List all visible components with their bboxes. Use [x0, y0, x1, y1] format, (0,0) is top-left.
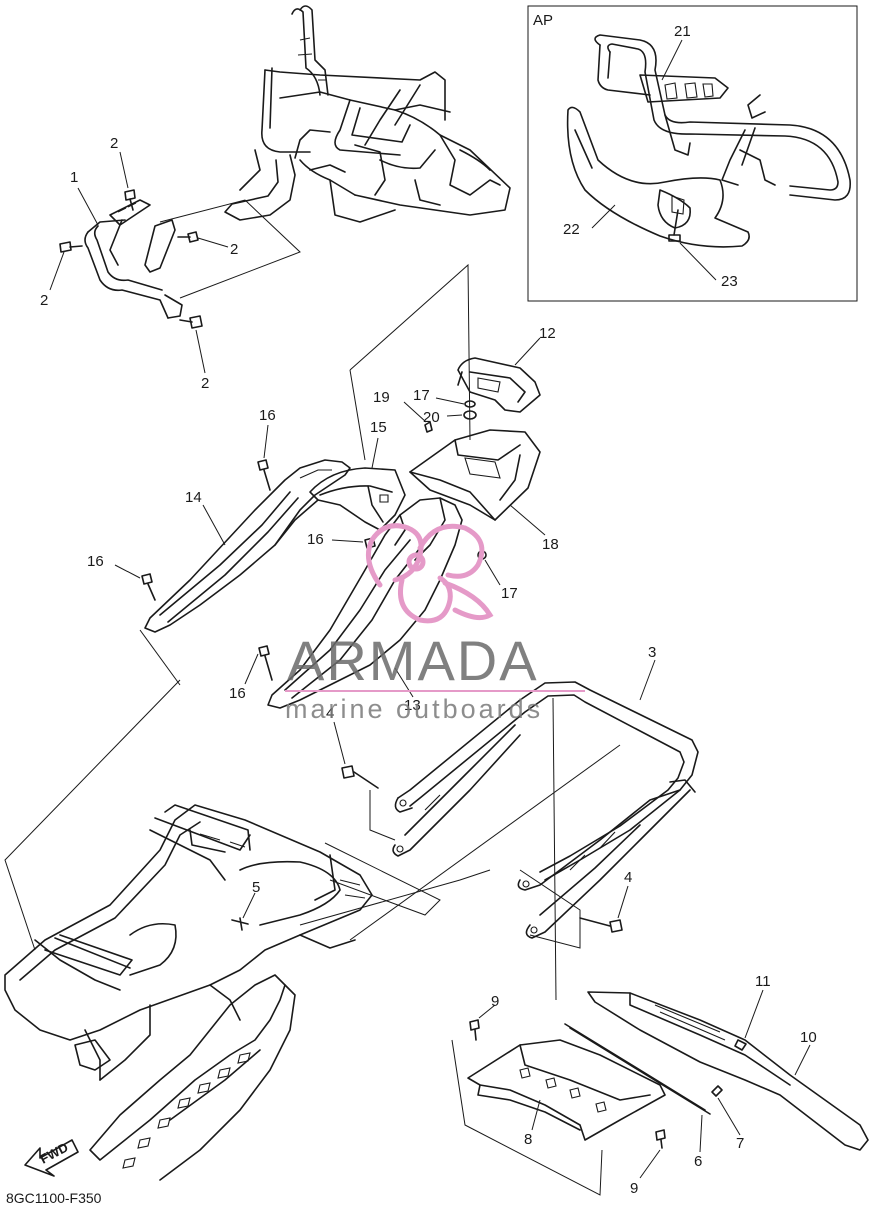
callout-18: 18: [542, 536, 559, 553]
callout-12: 12: [539, 325, 556, 342]
watermark-logo: [365, 523, 494, 624]
callout-13: 13: [404, 697, 421, 714]
front-frame: [159, 5, 511, 299]
side-panel-14: [144, 459, 351, 633]
strip-6: [564, 1023, 711, 1153]
clip-7: [711, 1085, 741, 1136]
front-guard-1: [84, 199, 183, 319]
callout-17b: 17: [501, 585, 518, 602]
callout-16c: 16: [307, 531, 324, 548]
clip-11: [734, 989, 764, 1051]
callout-22: 22: [563, 221, 580, 238]
callout-7: 7: [736, 1135, 744, 1152]
callout-23: 23: [721, 273, 738, 290]
fwd-arrow: FWD: [24, 1139, 79, 1177]
callout-17a: 17: [413, 387, 430, 404]
watermark: ARMADA marine outboards: [285, 523, 585, 724]
selection-outline-mid: [349, 263, 471, 461]
fasteners-17-20: [403, 397, 501, 586]
cover-18: [409, 429, 546, 536]
callout-21: 21: [674, 23, 691, 40]
screws-9: [451, 1004, 666, 1196]
callout-3: 3: [648, 644, 656, 661]
side-panel-13: [267, 497, 463, 709]
bolts-16: [114, 424, 376, 685]
diagram-code: 8GC1100-F350: [6, 1190, 102, 1206]
callout-16d: 16: [229, 685, 246, 702]
rear-rack-3: [392, 659, 699, 939]
rear-frame: [4, 804, 373, 1181]
callout-9b: 9: [630, 1180, 638, 1197]
callout-16a: 16: [259, 407, 276, 424]
callout-19: 19: [373, 389, 390, 406]
fwd-label: FWD: [37, 1140, 70, 1167]
callout-16b: 16: [87, 553, 104, 570]
footrest-8: [467, 1039, 666, 1141]
callout-10: 10: [800, 1029, 817, 1046]
side-guard-10: [587, 991, 869, 1151]
selection-lines-lower: [4, 629, 621, 1001]
inset-label: AP: [533, 12, 553, 29]
callout-4b: 4: [624, 869, 632, 886]
callout-5: 5: [252, 879, 260, 896]
skid-plate-inset: [566, 106, 750, 248]
callout-1: 1: [70, 169, 78, 186]
bolts-2: [49, 151, 229, 374]
panel-15: [309, 437, 406, 531]
callout-2a: 2: [110, 135, 118, 152]
clip-5: [231, 892, 256, 931]
watermark-title: ARMADA: [287, 629, 539, 692]
callout-6: 6: [694, 1153, 702, 1170]
inset-frame: [527, 5, 858, 302]
front-guard-inset: [594, 34, 852, 201]
callout-2d: 2: [201, 375, 209, 392]
callout-4a: 4: [326, 705, 334, 722]
callout-20: 20: [423, 409, 440, 426]
watermark-subtitle: marine outboards: [285, 694, 543, 724]
inset-ap: AP 21: [527, 5, 858, 302]
callout-9a: 9: [491, 993, 499, 1010]
callout-8: 8: [524, 1131, 532, 1148]
callout-15: 15: [370, 419, 387, 436]
callout-2c: 2: [230, 241, 238, 258]
bracket-12: [457, 337, 541, 413]
bolt-23-inset: [668, 209, 681, 242]
bolts-4: [333, 721, 629, 933]
callout-2b: 2: [40, 292, 48, 309]
callout-14: 14: [185, 489, 202, 506]
callout-11: 11: [755, 973, 771, 990]
